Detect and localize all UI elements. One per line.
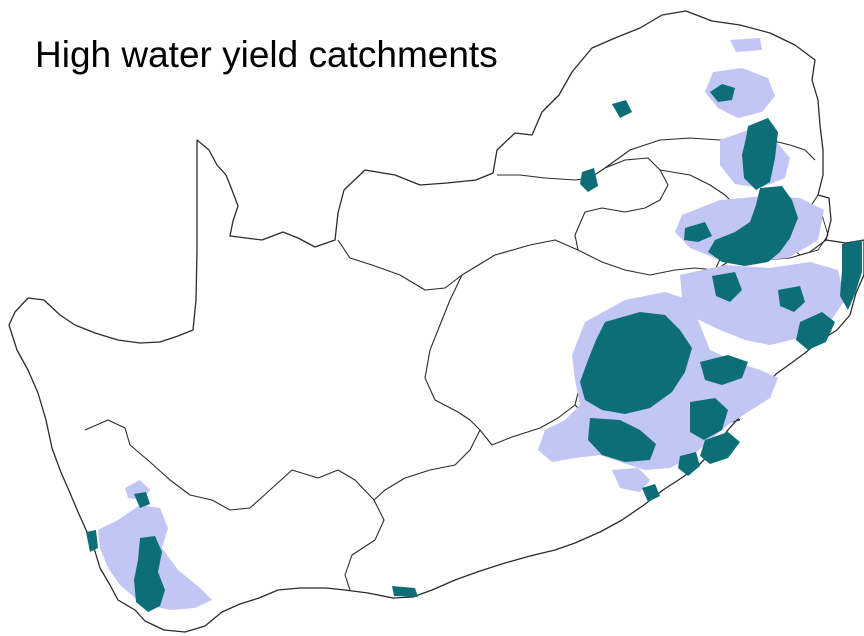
moderate-yield-area	[705, 68, 775, 118]
high-yield-area	[134, 536, 165, 612]
high-yield-area	[580, 312, 692, 414]
country-outline	[8, 10, 864, 633]
high-yield-area	[712, 272, 742, 302]
high-yield-area	[700, 432, 740, 464]
moderate-yield-area	[612, 468, 650, 492]
high-yield-area	[778, 286, 805, 312]
high-yield-area	[134, 492, 150, 508]
high-yield-area	[742, 118, 778, 190]
high-yield-area	[684, 222, 712, 242]
high-yield-area	[840, 240, 862, 310]
moderate-yield-area	[730, 38, 762, 52]
high-yield-catchments	[86, 84, 862, 612]
high-yield-area	[700, 355, 748, 385]
province-border-western-cape	[84, 419, 385, 591]
high-yield-area	[588, 418, 656, 462]
high-yield-area	[710, 84, 735, 102]
high-yield-area	[612, 100, 632, 118]
high-yield-area	[678, 452, 700, 476]
high-yield-area	[642, 484, 660, 502]
high-yield-area	[86, 530, 98, 552]
high-yield-area	[392, 586, 418, 597]
map-title: High water yield catchments	[35, 34, 498, 75]
high-yield-area	[580, 168, 598, 192]
high-yield-area	[690, 398, 728, 440]
province-border-northern-cape	[337, 239, 716, 291]
high-yield-area	[708, 186, 798, 266]
high-yield-area	[796, 312, 835, 350]
